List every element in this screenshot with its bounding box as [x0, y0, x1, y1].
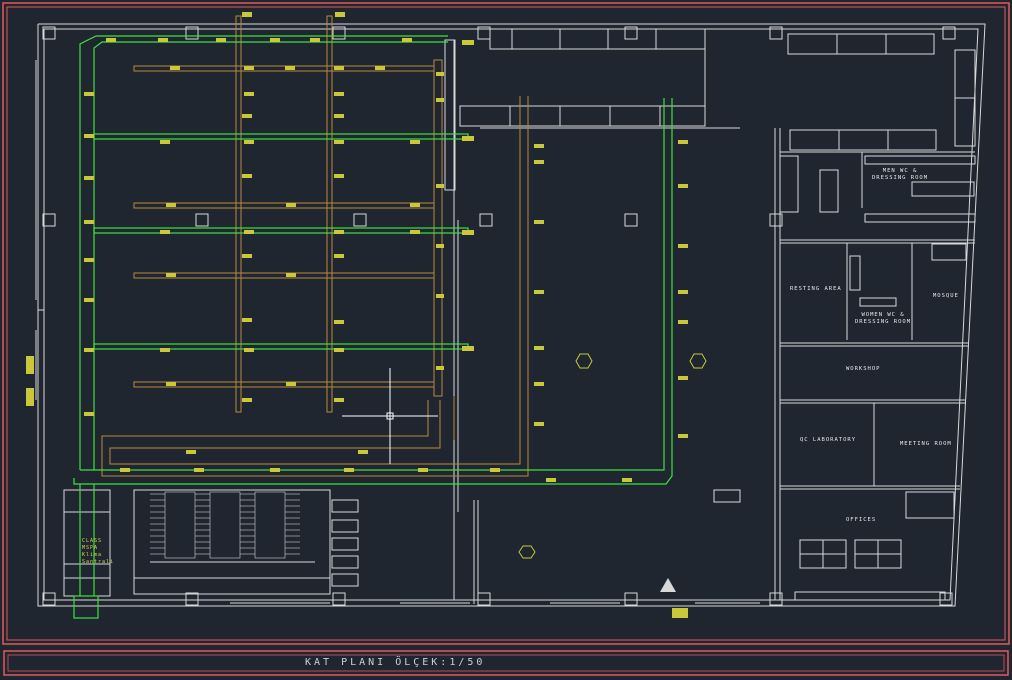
- diffuser-tags: [26, 12, 688, 618]
- hex-markers: [518, 353, 707, 559]
- green-duct-network: [73, 35, 673, 619]
- title-bar-inner: [7, 654, 1005, 672]
- title-bar-frame: [3, 650, 1009, 676]
- room-label-workshop: WORKSHOP: [846, 366, 881, 372]
- inner-frame: [6, 6, 1006, 641]
- north-arrow-icon: [660, 578, 676, 592]
- rack-hatching: [150, 491, 300, 559]
- room-label-qc-laboratory: QC LABORATORY: [800, 437, 857, 443]
- room-label-men-wc: MEN WC & DRESSING ROOM: [872, 168, 929, 181]
- equipment-label-ahu: CLASS MSPA Klima Santrali: [82, 538, 115, 565]
- outer-frame: [2, 2, 1010, 645]
- room-label-offices: OFFICES: [846, 517, 877, 523]
- room-label-meeting-room: MEETING ROOM: [900, 441, 952, 447]
- brown-duct-network: [101, 15, 529, 477]
- drawing-title: KAT PLANI ÖLÇEK:1/50: [305, 657, 486, 668]
- room-label-women-wc: WOMEN WC & DRESSING ROOM: [855, 312, 912, 325]
- room-label-mosque: MOSQUE: [933, 293, 959, 299]
- cad-crosshair-cursor[interactable]: [342, 368, 438, 464]
- building-walls: [35, 23, 986, 607]
- room-label-resting-area: RESTING AREA: [790, 286, 842, 292]
